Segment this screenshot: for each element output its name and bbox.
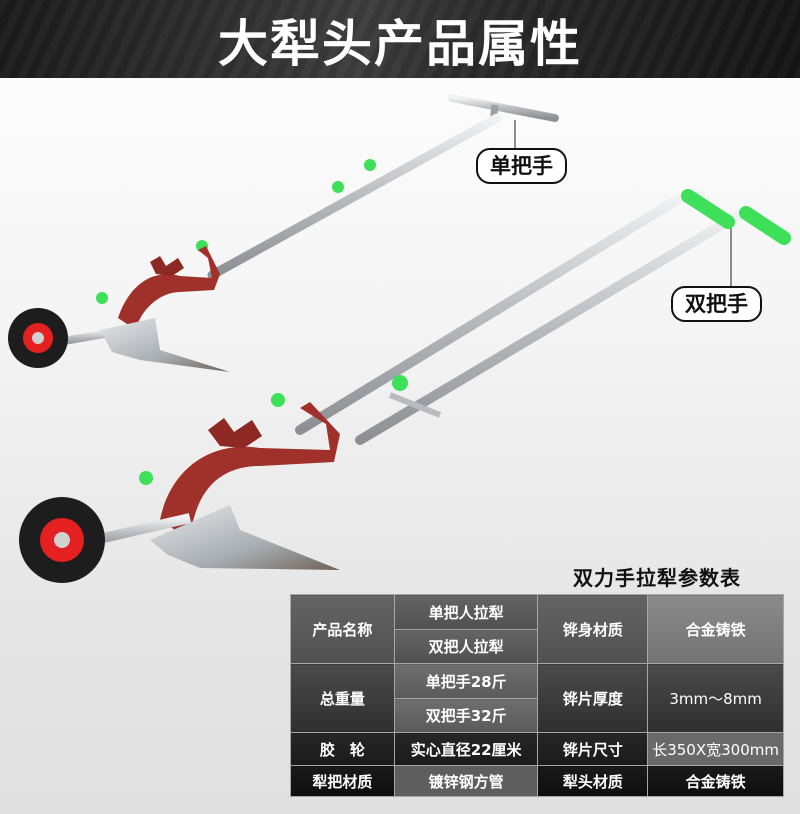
page-title: 大犁头产品属性 — [218, 15, 582, 73]
row-label-total-weight: 总重量 — [290, 663, 395, 733]
row-label-rubber-wheel: 胶 轮 — [290, 732, 395, 766]
row-value: 镀锌钢方管 — [393, 765, 539, 797]
row-value: 单把手28斤 — [393, 663, 539, 699]
table-row: 总重量 单把手28斤 铧片厚度 3mm～8mm — [290, 663, 784, 733]
row-label-share-thickness: 铧片厚度 — [537, 663, 649, 733]
row-label-handle-material: 犁把材质 — [290, 765, 395, 797]
row-value: 合金铸铁 — [647, 765, 784, 797]
table-row: 产品名称 单把人拉犁 铧身材质 合金铸铁 — [290, 594, 784, 664]
row-label-share-size: 铧片尺寸 — [537, 732, 649, 766]
row-value: 双把手32斤 — [393, 698, 539, 733]
row-value: 实心直径22厘米 — [393, 732, 539, 766]
row-value: 合金铸铁 — [647, 594, 784, 664]
table-row: 犁把材质 镀锌钢方管 犁头材质 合金铸铁 — [290, 765, 784, 797]
row-label-share-body-material: 铧身材质 — [537, 594, 649, 664]
row-value: 3mm～8mm — [647, 663, 784, 733]
table-row: 双把手32斤 — [291, 698, 784, 733]
single-handle-plow — [8, 94, 559, 372]
row-label-plow-head-material: 犁头材质 — [537, 765, 649, 797]
params-table-title: 双力手拉犁参数表 — [573, 566, 741, 590]
table-row: 胶 轮 实心直径22厘米 铧片尺寸 长350X宽300mm — [290, 732, 784, 766]
plow-illustration — [8, 94, 791, 583]
params-table: 产品名称 单把人拉犁 铧身材质 合金铸铁 双把人拉犁 总重量 单把手28斤 铧片… — [290, 594, 784, 797]
table-row: 双把人拉犁 — [291, 629, 784, 664]
row-value: 长350X宽300mm — [647, 732, 784, 766]
double-handle-plow — [19, 189, 791, 583]
row-value: 单把人拉犁 — [393, 594, 539, 630]
single-handle-callout: 单把手 — [476, 148, 567, 184]
double-handle-callout: 双把手 — [671, 286, 762, 322]
row-label-product-name: 产品名称 — [290, 594, 395, 664]
header-banner: 大犁头产品属性 — [0, 0, 800, 78]
row-value: 双把人拉犁 — [393, 629, 539, 664]
